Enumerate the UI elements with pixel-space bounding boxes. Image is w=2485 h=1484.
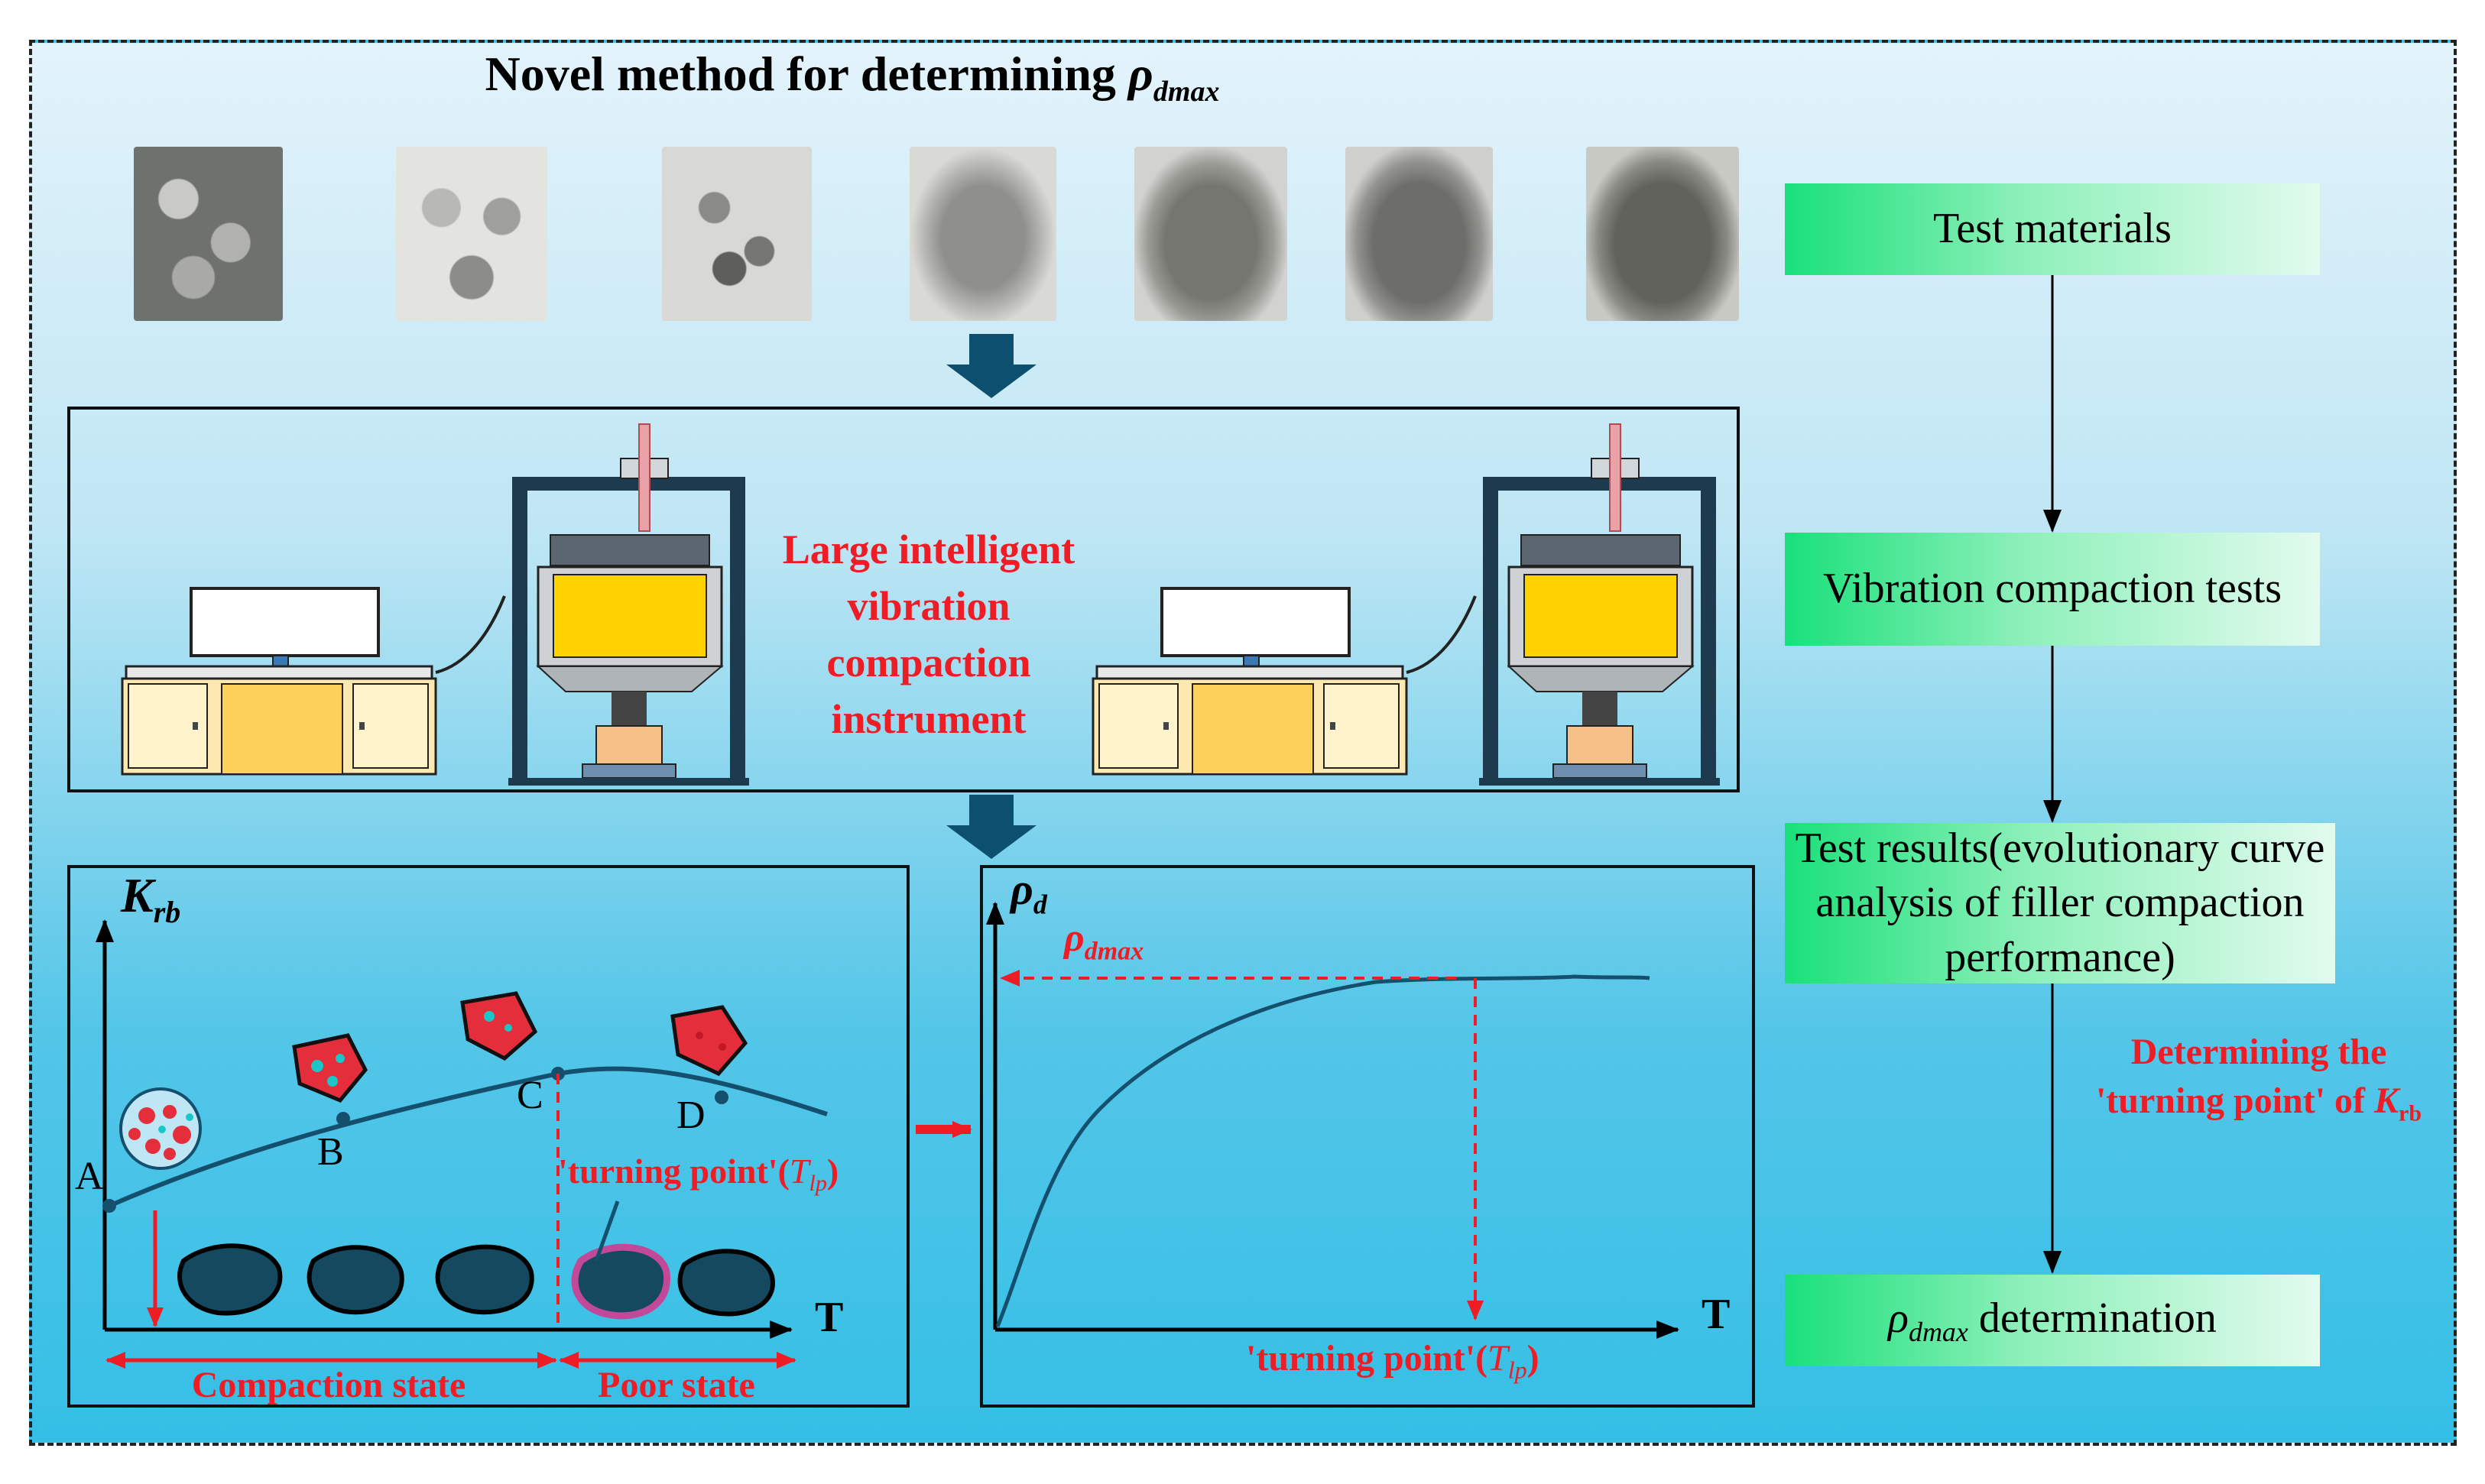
material-photo-7 (1586, 147, 1739, 321)
particle-shape-1 (177, 1243, 283, 1316)
density-chart-panel (980, 865, 1755, 1408)
particle-circle-icon (119, 1087, 202, 1170)
point-D-marker (715, 1090, 728, 1104)
instrument-panel (67, 407, 1740, 792)
instrument-label: Large intelligent vibration compaction i… (782, 527, 1075, 742)
poor-state-label: Poor state (598, 1365, 755, 1405)
material-photo-2 (396, 147, 547, 321)
turning-pointer-line (594, 1200, 620, 1262)
flow-step-test-results: Test results(evolutionary curve analysis… (1785, 823, 2335, 983)
particle-cluster-D-icon (670, 1005, 748, 1077)
material-photo-6 (1345, 147, 1493, 321)
density-turning-point-label: 'turning point'(Tlp) (1246, 1338, 1539, 1384)
particle-shape-5 (677, 1249, 775, 1317)
density-curve (995, 974, 1650, 1327)
turning-point-side-note: Determining the 'turning point' of Krb (2095, 1032, 2422, 1126)
material-photo-1 (134, 147, 283, 321)
rhodmax-label: ρdmax (1064, 916, 1144, 966)
instrument-illustration-right (1092, 423, 1720, 786)
point-B-marker (336, 1112, 350, 1126)
krb-chart-panel (67, 865, 910, 1408)
density-axis-label: ρd (1011, 864, 1047, 920)
compaction-state-label: Compaction state (191, 1365, 466, 1405)
krb-curve (108, 1066, 828, 1208)
flow-step-rhodmax-determination: ρdmax determination (1785, 1275, 2320, 1366)
title-rho-subscript: dmax (1153, 75, 1220, 108)
krb-axis-label: Krb (121, 868, 181, 929)
particle-cluster-C-icon (460, 991, 538, 1061)
flow-step-test-materials: Test materials (1785, 183, 2320, 275)
krb-turning-point-label: 'turning point'(Tlp) (558, 1152, 839, 1197)
krb-x-axis-label: T (815, 1294, 844, 1341)
material-photo-5 (1134, 147, 1287, 321)
particle-shape-3 (435, 1244, 534, 1315)
material-photo-4 (910, 147, 1056, 321)
material-photo-3 (662, 147, 812, 321)
instrument-illustration-left (121, 423, 749, 786)
density-chart (986, 902, 1679, 1339)
flow-step-vibration-tests: Vibration compaction tests (1785, 533, 2320, 646)
particle-shape-2 (307, 1245, 404, 1315)
figure-title: Novel method for determining ρdmax (0, 46, 1705, 109)
point-A-marker (102, 1199, 116, 1213)
point-A-label: A (75, 1155, 104, 1198)
down-arrow-2 (946, 795, 1036, 859)
down-arrow-1 (946, 334, 1036, 398)
point-D-label: D (676, 1094, 706, 1137)
density-x-axis-label: T (1702, 1291, 1731, 1338)
particle-cluster-B-icon (292, 1033, 368, 1103)
point-C-label: C (517, 1074, 543, 1117)
point-B-label: B (317, 1130, 344, 1174)
title-rho-symbol: ρ (1127, 47, 1153, 101)
title-text: Novel method for determining (485, 47, 1128, 101)
particle-shape-4-highlighted (571, 1243, 671, 1320)
krb-chart (96, 919, 828, 1369)
